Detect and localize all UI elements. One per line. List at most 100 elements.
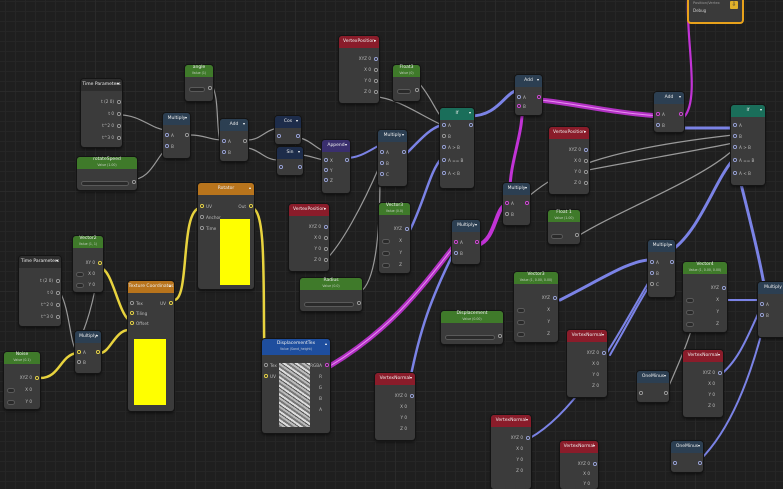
output-port[interactable] [670,260,674,264]
chevron-down-icon[interactable]: ▾ [468,110,471,115]
output-port[interactable] [374,90,378,94]
chevron-down-icon[interactable]: ▾ [583,129,586,134]
output-port[interactable] [56,303,60,307]
value-field[interactable] [76,283,84,288]
output-port[interactable] [498,334,502,338]
input-port[interactable] [733,123,737,127]
chevron-down-icon[interactable]: ▾ [697,443,700,448]
input-port[interactable] [733,171,737,175]
value-field[interactable] [76,272,84,277]
input-port[interactable] [650,271,654,275]
input-port[interactable] [380,161,384,165]
input-port[interactable] [650,282,654,286]
input-port[interactable] [380,172,384,176]
chevron-down-icon[interactable]: ▾ [409,375,412,380]
output-port[interactable] [374,79,378,83]
input-port[interactable] [733,145,737,149]
output-port[interactable] [537,95,541,99]
output-port[interactable] [405,227,409,231]
input-port[interactable] [442,123,446,127]
input-port[interactable] [200,204,204,208]
input-port[interactable] [442,145,446,149]
output-port[interactable] [718,371,722,375]
input-port[interactable] [442,158,446,162]
value-field[interactable] [7,388,15,393]
add-node[interactable]: Add▾ A B [654,92,684,132]
output-port[interactable] [593,462,597,466]
output-port[interactable] [56,279,60,283]
output-port[interactable] [132,180,136,184]
value-field[interactable] [517,308,525,313]
chevron-down-icon[interactable]: ▾ [601,332,604,337]
vertex-position-node[interactable]: VertexPosition▾ XYZ 0 X 0 Y 0 Z 0 [549,127,589,194]
output-port[interactable] [169,301,173,305]
input-port[interactable] [130,321,134,325]
chevron-down-icon[interactable]: ▾ [323,206,326,211]
chevron-down-icon[interactable]: ▾ [474,222,477,227]
output-port[interactable] [525,201,529,205]
value-slider[interactable] [81,181,129,186]
input-port[interactable] [324,158,328,162]
input-port[interactable] [264,363,268,367]
input-port[interactable] [656,112,660,116]
input-port[interactable] [517,104,521,108]
output-port[interactable] [324,258,328,262]
multiply-node[interactable]: Multiply▾ A B [503,183,530,225]
value-slider[interactable] [445,335,495,340]
input-port[interactable] [324,168,328,172]
if-node[interactable]: If▾ A B A > B A == B A < B [440,108,474,188]
add-node[interactable]: Add▾ A B [515,75,542,115]
input-port[interactable] [200,226,204,230]
vertex-normal-node[interactable]: VertexNormal▾ XYZ 0 X 0 Y 0 Z 0 [491,415,531,489]
chevron-down-icon[interactable]: ▾ [373,38,376,43]
output-port[interactable] [584,181,588,185]
input-port[interactable] [77,360,81,364]
output-port[interactable] [117,124,121,128]
output-port[interactable] [98,261,102,265]
output-port[interactable] [553,296,557,300]
input-port[interactable] [454,240,458,244]
input-port[interactable] [517,95,521,99]
chevron-down-icon[interactable]: ▾ [678,94,681,99]
output-port[interactable] [35,376,39,380]
input-port[interactable] [673,461,677,465]
output-port[interactable] [584,159,588,163]
output-port[interactable] [584,148,588,152]
output-port[interactable] [469,123,473,127]
chevron-down-icon[interactable]: ▾ [55,258,58,263]
append-node[interactable]: Append▾ X Y Z [322,140,350,193]
chevron-down-icon[interactable]: ▾ [116,81,119,86]
value-field[interactable] [517,332,525,337]
input-port[interactable] [505,201,509,205]
output-port[interactable] [117,100,121,104]
input-port[interactable] [277,134,281,138]
output-port[interactable] [410,394,414,398]
if-node[interactable]: If▾ A B A > B A == B A < B [731,105,765,185]
output-port[interactable] [324,236,328,240]
chevron-down-icon[interactable]: ▾ [536,77,539,82]
input-port[interactable] [77,350,81,354]
sin-node[interactable]: Sin▾ [277,147,303,175]
input-port[interactable] [656,123,660,127]
multiply-node[interactable]: Multiply▾ A B [452,220,480,264]
chevron-down-icon[interactable]: ▾ [184,115,187,120]
output-port[interactable] [584,170,588,174]
output-port[interactable] [56,291,60,295]
download-icon[interactable]: ⇩ [730,1,738,9]
output-port[interactable] [374,68,378,72]
input-port[interactable] [650,260,654,264]
multiply-node[interactable]: Multiply A B [758,282,783,337]
vertex-normal-node[interactable]: VertexNormal▾ XYZ 0 X 0 Y 0 Z 0 [683,350,723,417]
output-port[interactable] [117,136,121,140]
output-port[interactable] [526,436,530,440]
output-port[interactable] [402,150,406,154]
chevron-down-icon[interactable]: ▾ [759,107,762,112]
input-port[interactable] [760,313,764,317]
output-port[interactable] [722,286,726,290]
